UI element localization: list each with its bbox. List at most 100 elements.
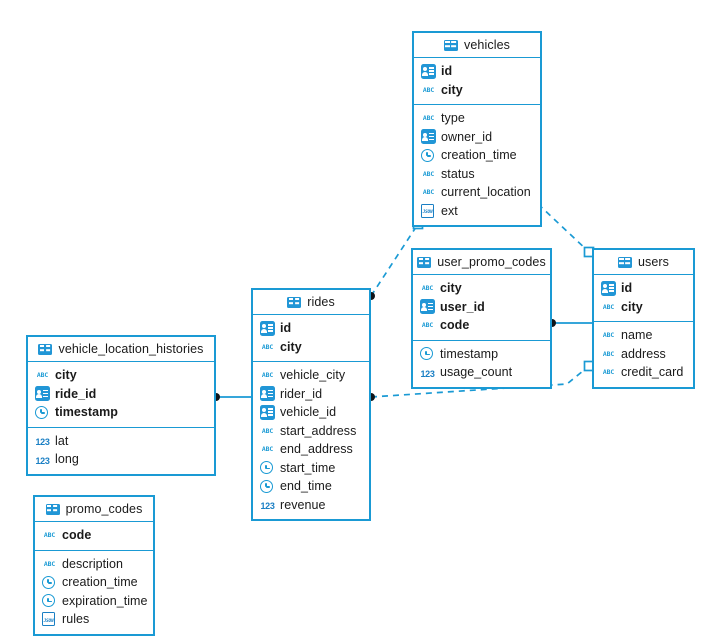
column-row-rides-end_time[interactable]: end_time — [253, 477, 369, 496]
id-card-icon — [421, 129, 436, 145]
table-name: vehicles — [464, 38, 510, 52]
column-row-rides-vehicle_city[interactable]: ABC vehicle_city — [253, 366, 369, 385]
column-row-vehicles-creation_time[interactable]: creation_time — [414, 146, 540, 165]
123-number-icon: 123 — [260, 501, 275, 511]
table-grid-icon — [45, 503, 60, 515]
column-name: credit_card — [621, 365, 684, 380]
relationship-user_promo_codes-to-users[interactable] — [548, 319, 592, 327]
column-row-user_promo_codes-city[interactable]: ABC city — [413, 279, 550, 298]
table-header-user_promo_codes[interactable]: user_promo_codes — [413, 250, 550, 275]
column-name: status — [441, 166, 475, 181]
column-row-user_promo_codes-user_id[interactable]: user_id — [413, 298, 550, 317]
table-grid-icon — [444, 39, 459, 51]
column-name: vehicle_city — [280, 368, 346, 383]
id-card-icon — [420, 299, 435, 315]
column-name: name — [621, 328, 653, 343]
table-header-rides[interactable]: rides — [253, 290, 369, 315]
column-row-rides-vehicle_id[interactable]: vehicle_id — [253, 403, 369, 422]
column-name: vehicle_id — [280, 405, 337, 420]
column-row-vehicle_location_histories-ride_id[interactable]: ride_id — [28, 385, 214, 404]
column-name: end_time — [280, 479, 332, 494]
table-name: rides — [307, 295, 335, 309]
column-row-rides-start_time[interactable]: start_time — [253, 459, 369, 478]
table-header-vehicle_location_histories[interactable]: vehicle_location_histories — [28, 337, 214, 362]
column-row-users-credit_card[interactable]: ABC credit_card — [594, 363, 693, 382]
column-row-rides-id[interactable]: id — [253, 319, 369, 338]
table-grid-icon — [417, 256, 432, 268]
id-card-icon — [421, 63, 436, 79]
column-row-users-name[interactable]: ABC name — [594, 326, 693, 345]
id-card-icon — [260, 386, 275, 402]
table-header-vehicles[interactable]: vehicles — [414, 33, 540, 58]
abc-string-icon: ABC — [421, 284, 434, 293]
clock-icon — [42, 594, 55, 608]
table-header-promo_codes[interactable]: promo_codes — [35, 497, 153, 522]
column-name: timestamp — [440, 346, 499, 361]
abc-string-icon: ABC — [43, 559, 56, 568]
column-name: city — [280, 339, 302, 354]
column-name: creation_time — [62, 575, 138, 590]
table-name: user_promo_codes — [437, 255, 546, 269]
column-name: city — [440, 281, 462, 296]
table-name: vehicle_location_histories — [58, 342, 204, 356]
column-row-user_promo_codes-timestamp[interactable]: timestamp — [413, 345, 550, 364]
relationship-vehicle_location_histories-to-rides[interactable] — [212, 393, 251, 401]
abc-string-icon: ABC — [261, 445, 274, 454]
json-document-icon: JSON — [42, 612, 55, 627]
column-row-promo_codes-creation_time[interactable]: creation_time — [35, 573, 153, 592]
column-name: code — [62, 528, 92, 543]
abc-string-icon: ABC — [43, 531, 56, 540]
column-row-rides-rider_id[interactable]: rider_id — [253, 385, 369, 404]
table-grid-icon — [617, 256, 632, 268]
abc-string-icon: ABC — [602, 368, 615, 377]
abc-string-icon: ABC — [602, 331, 615, 340]
column-row-promo_codes-expiration_time[interactable]: expiration_time — [35, 592, 153, 611]
column-row-vehicles-owner_id[interactable]: owner_id — [414, 128, 540, 147]
table-name: users — [637, 255, 670, 269]
column-row-vehicles-id[interactable]: id — [414, 62, 540, 81]
column-row-users-id[interactable]: id — [594, 279, 693, 298]
column-row-vehicle_location_histories-timestamp[interactable]: timestamp — [28, 403, 214, 422]
clock-icon — [42, 575, 55, 589]
column-row-promo_codes-code[interactable]: ABC code — [35, 526, 153, 545]
table-header-users[interactable]: users — [594, 250, 693, 275]
table-name: promo_codes — [65, 502, 143, 516]
clock-icon — [35, 405, 48, 419]
abc-string-icon: ABC — [261, 371, 274, 380]
123-number-icon: 123 — [420, 368, 435, 379]
clock-icon — [421, 148, 434, 162]
column-name: start_address — [280, 423, 357, 438]
